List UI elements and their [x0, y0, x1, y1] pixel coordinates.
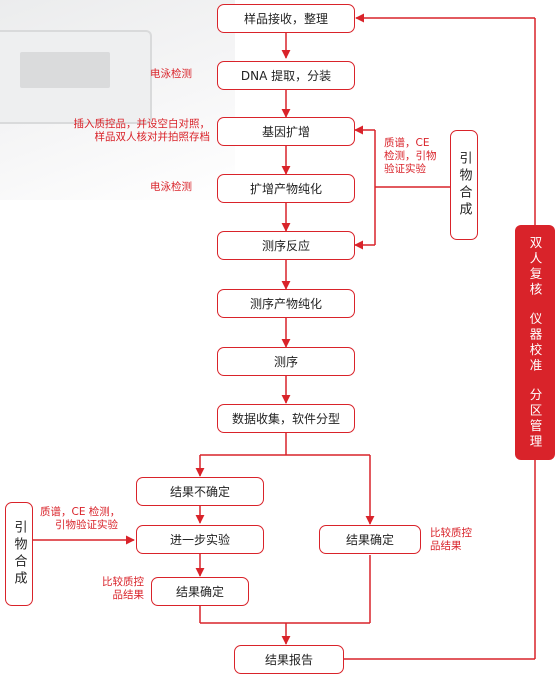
instrument-screen	[20, 52, 110, 88]
quality-control-line-1: 插入质控品，并设空白对照，	[73, 118, 211, 130]
data-analysis-label: 数据收集，软件分型	[231, 412, 340, 426]
gene-amplify-box: 基因扩增	[217, 117, 355, 146]
seq-purify-label: 测序产物纯化	[249, 297, 322, 311]
compare-left-line-1: 比较质控	[102, 576, 144, 588]
verification-note-left: 质谱，CE 检测， 引物验证实验	[40, 506, 121, 532]
result-confirmed-left-label: 结果确定	[175, 585, 224, 599]
sample-receive-label: 样品接收，整理	[243, 12, 328, 26]
redbar-zone-management: 分区管理	[527, 387, 543, 450]
compare-right-line-2: 品结果	[430, 540, 462, 552]
verification-line-2: 检测，引物	[384, 150, 437, 162]
primer-synthesis-top-label: 引物合成	[456, 151, 472, 219]
verification-note-top: 质谱，CE 检测，引物 验证实验	[384, 137, 437, 176]
result-uncertain-label: 结果不确定	[169, 485, 230, 499]
electrophoresis-note-2: 电泳检测	[150, 181, 192, 193]
seq-reaction-box: 测序反应	[217, 231, 355, 260]
amp-purify-box: 扩增产物纯化	[217, 174, 355, 203]
background-instrument	[0, 30, 152, 124]
result-report-label: 结果报告	[264, 653, 313, 667]
gene-amplify-label: 基因扩增	[261, 125, 310, 139]
quality-management-bar: 双人复核 仪器校准 分区管理	[515, 225, 555, 460]
compare-note-left: 比较质控 品结果	[92, 576, 144, 602]
left-verification-line-1: 质谱，CE 检测，	[40, 506, 121, 518]
result-confirmed-right-box: 结果确定	[319, 525, 421, 554]
quality-control-note: 插入质控品，并设空白对照， 样品双人核对并拍照存档	[60, 118, 211, 144]
verification-line-3: 验证实验	[384, 163, 426, 175]
sequencing-label: 测序	[273, 355, 298, 369]
result-report-box: 结果报告	[234, 645, 344, 674]
electrophoresis-note-1: 电泳检测	[150, 68, 192, 80]
further-experiment-box: 进一步实验	[136, 525, 264, 554]
dna-extract-box: DNA 提取，分装	[217, 61, 355, 90]
seq-purify-box: 测序产物纯化	[217, 289, 355, 318]
primer-synthesis-bottom-label: 引物合成	[11, 520, 27, 588]
compare-left-line-2: 品结果	[112, 589, 145, 601]
result-uncertain-box: 结果不确定	[136, 477, 264, 506]
left-verification-line-2: 引物验证实验	[55, 519, 118, 531]
compare-note-right: 比较质控 品结果	[430, 527, 472, 553]
amp-purify-label: 扩增产物纯化	[249, 182, 322, 196]
verification-line-1: 质谱，CE	[384, 137, 430, 149]
sequencing-box: 测序	[217, 347, 355, 376]
result-confirmed-right-label: 结果确定	[345, 533, 394, 547]
compare-right-line-1: 比较质控	[430, 527, 472, 539]
sample-receive-box: 样品接收，整理	[217, 4, 355, 33]
further-experiment-label: 进一步实验	[169, 533, 230, 547]
result-confirmed-left-box: 结果确定	[151, 577, 249, 606]
primer-synthesis-bottom-box: 引物合成	[5, 502, 33, 606]
redbar-double-review: 双人复核	[527, 235, 543, 298]
redbar-instrument-calibration: 仪器校准	[527, 311, 543, 374]
dna-extract-label: DNA 提取，分装	[240, 69, 332, 83]
primer-synthesis-top-box: 引物合成	[450, 130, 478, 240]
seq-reaction-label: 测序反应	[261, 239, 310, 253]
data-analysis-box: 数据收集，软件分型	[217, 404, 355, 433]
quality-control-line-2: 样品双人核对并拍照存档	[94, 131, 211, 143]
